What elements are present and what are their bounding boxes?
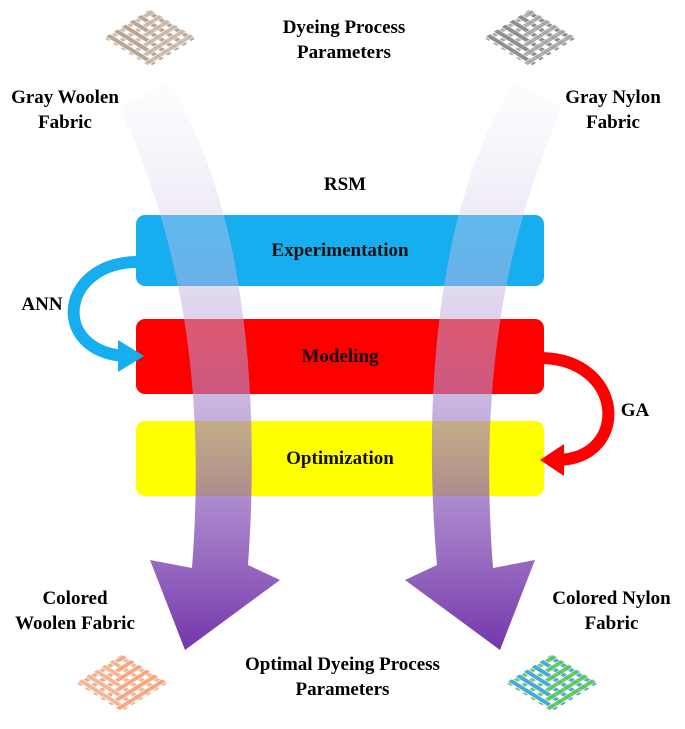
gray-nylon-fabric-icon [483, 9, 577, 66]
ga-label: GA [620, 400, 650, 421]
rsm-label: RSM [323, 174, 367, 195]
fabric-warp-thread [537, 673, 590, 707]
gray-woolen-fabric-icon [103, 9, 197, 66]
fabric-warp-thread [114, 678, 167, 711]
fabric-weft-thread [105, 33, 158, 66]
fabric-warp-thread [522, 33, 575, 66]
gray-woolen-fabric-label: Gray Woolen Fabric [11, 87, 119, 133]
ga-arrow [540, 352, 615, 476]
colored-woolen-fabric-icon [75, 654, 169, 711]
fabric-warp-thread [515, 28, 568, 62]
optimal-dyeing-process-parameters-label: Optimal Dyeing Process Parameters [245, 654, 440, 700]
fabric-warp-thread [544, 678, 597, 711]
colored-nylon-fabric-icon [505, 654, 599, 711]
fabric-warp-thread [142, 33, 195, 66]
dyeing-process-parameters-label: Dyeing Process Parameters [282, 17, 406, 63]
fabric-weft-thread [485, 33, 538, 66]
optimization-label: Optimization [286, 447, 394, 469]
ann-arrow [67, 256, 144, 372]
colored-nylon-fabric-label: Colored Nylon Fabric [552, 588, 671, 634]
ann-label: ANN [21, 294, 63, 315]
nylon-flow-arrow [405, 82, 562, 650]
modeling-label: Modeling [301, 345, 379, 367]
fabric-weft-thread [507, 678, 560, 711]
colored-woolen-fabric-label: Colored Woolen Fabric [15, 588, 135, 634]
experimentation-label: Experimentation [271, 239, 409, 261]
gray-nylon-fabric-label: Gray Nylon Fabric [565, 87, 661, 133]
fabric-weft-thread [77, 678, 130, 711]
fabric-warp-thread [107, 673, 160, 707]
woolen-flow-arrow [120, 82, 280, 650]
fabric-warp-thread [135, 28, 188, 62]
